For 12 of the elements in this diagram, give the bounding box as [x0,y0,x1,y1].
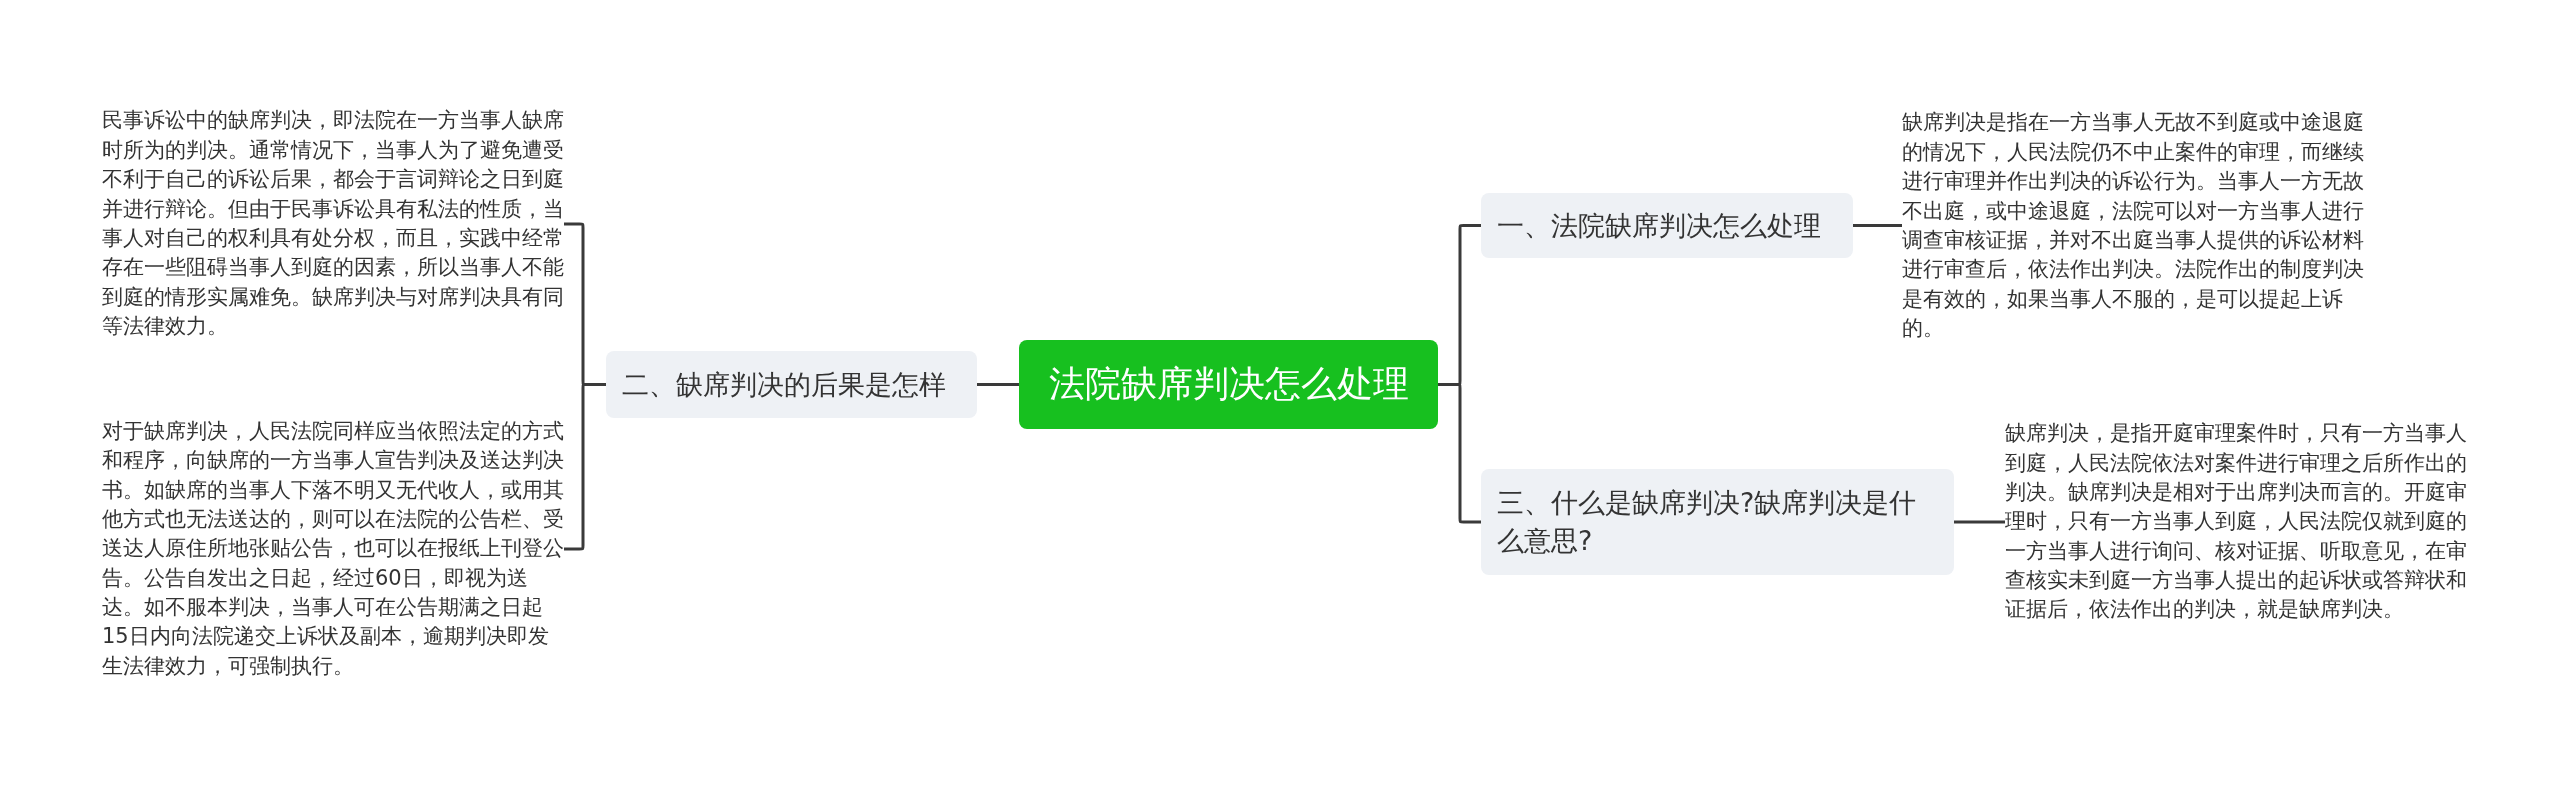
topic-box: 一、法院缺席判决怎么处理 [1481,193,1853,258]
note-text: 缺席判决是指在一方当事人无故不到庭或中途退庭的情况下，人民法院仍不中止案件的审理，而继续进行审理并作出判决的诉讼行为。当事人一方无故不出庭，或中途退庭，法院可以对一方当事人进行调查审核证据，并对不出庭当事人提供的诉讼材料进行审查后，依法作出判决。法院作出的制度判决是有效的，如果当事人不服的，是可以提起上诉的。 [1902,106,2364,346]
topic-box: 三、什么是缺席判决?缺席判决是什么意思? [1481,469,1954,575]
note-text: 对于缺席判决，人民法院同样应当依照法定的方式和程序，向缺席的一方当事人宣告判决及送达判决书。如缺席的当事人下落不明又无代收人，或用其他方式也无法送达的，则可以在法院的公告栏、受送达人原住所地张贴公告，也可以在报纸上刊登公告。公告自发出之日起，经过60日，即视为送达。如不服本判决，当事人可在公告期满之日起15日内向法院递交上诉状及副本，逾期判决即发生法律效力，可强制执行。 [102,396,564,702]
connector-line [977,383,1019,386]
connector-line [1853,224,1902,227]
topic-box: 二、缺席判决的后果是怎样 [606,351,977,418]
note-text: 民事诉讼中的缺席判决，即法院在一方当事人缺席时所为的判决。通常情况下，当事人为了避免遭受不利于自己的诉讼后果，都会于言词辩论之日到庭并进行辩论。但由于民事诉讼具有私法的性质，当事人对自己的权利具有处分权，而且，实践中经常存在一些阻碍当事人到庭的因素，所以当事人不能到庭的情形实属难免。缺席判决与对席判决具有同等法律效力。 [102,104,564,344]
note-text: 缺席判决，是指开庭审理案件时，只有一方当事人到庭，人民法院依法对案件进行审理之后所作出的判决。缺席判决是相对于出席判决而言的。开庭审理时，只有一方当事人到庭，人民法院仅就到庭的一方当事人进行询问、核对证据、听取意见，在审查核实未到庭一方当事人提出的起诉状或答辩状和证据后，依法作出的判决，就是缺席判决。 [2005,402,2467,642]
connector-line [1954,520,2005,524]
central-topic: 法院缺席判决怎么处理 [1019,340,1438,429]
connector-line [1437,383,1482,524]
